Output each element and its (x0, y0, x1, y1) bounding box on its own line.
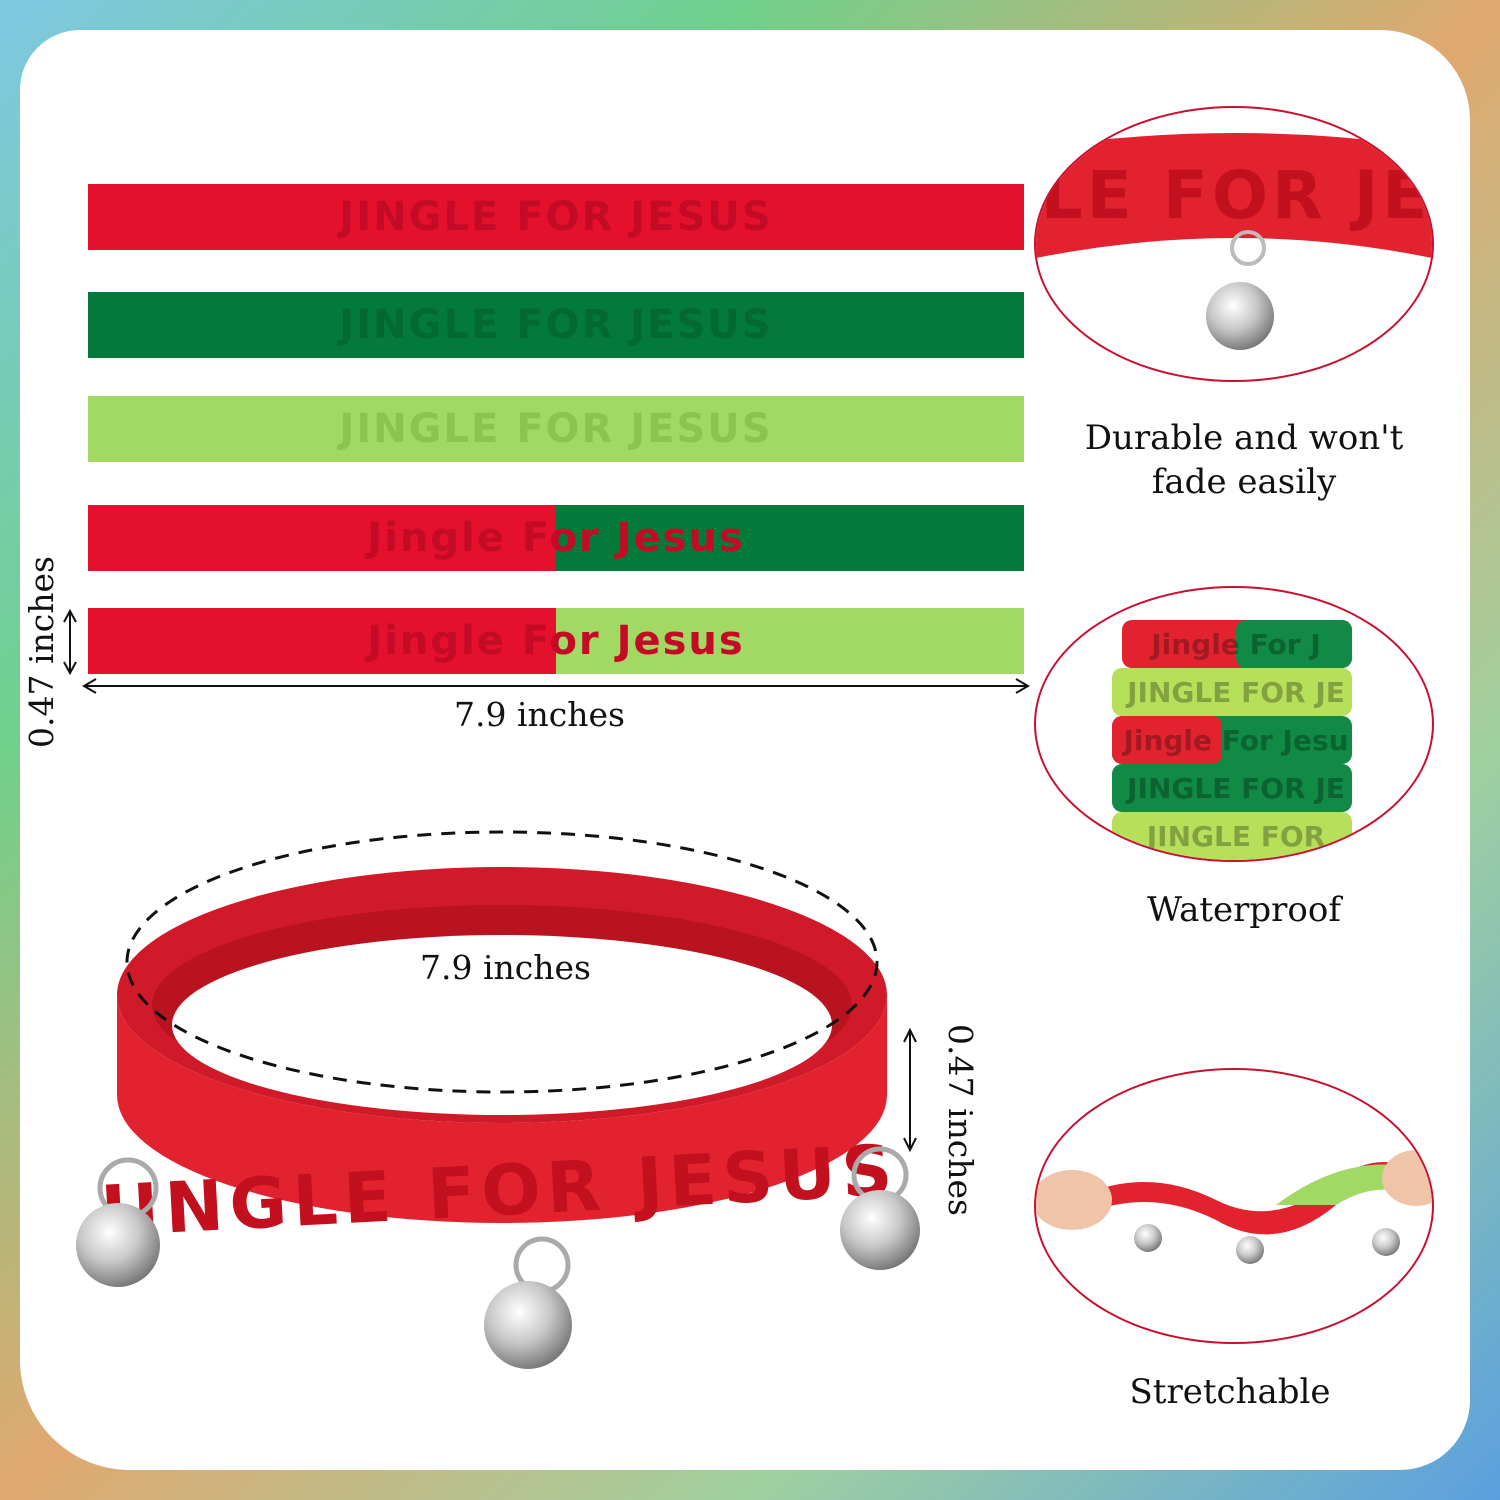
strip-right-half (556, 505, 1024, 571)
band-height-label: 0.47 inches (941, 1024, 980, 1216)
strip-text: Jingle For Jesus (367, 515, 745, 561)
waterproof-caption: Waterproof (1147, 890, 1341, 930)
bracelet-strip: Jingle For Jesus (88, 608, 1024, 674)
waterproof-circle: Jingle For J JINGLE FOR JE Jingle For Jesu… (1034, 586, 1434, 862)
stack-band-text: JINGLE FOR JE (1125, 772, 1345, 805)
stretchable-caption: Stretchable (1129, 1372, 1331, 1412)
durable-caption: Durable and won't fade easily (1084, 418, 1404, 503)
width-arrow (82, 678, 1030, 694)
stretchable-circle (1034, 1068, 1434, 1344)
strip-left-half (88, 292, 1024, 358)
strip-text: JINGLE FOR JESUS (339, 194, 773, 240)
bracelet-strip: JINGLE FOR JESUS (88, 396, 1024, 462)
height-arrow (63, 608, 77, 676)
bracelet-strip: JINGLE FOR JESUS (88, 292, 1024, 358)
strip-right-half (556, 608, 1024, 674)
stack-band-text: Jingle For Jesu (1121, 724, 1348, 757)
circumference-label: 7.9 inches (420, 948, 591, 987)
closeup-band-text: LE FOR JE (1041, 157, 1432, 234)
strip-text: JINGLE FOR JESUS (339, 302, 773, 348)
stack-band-text: JINGLE FOR (1145, 820, 1325, 853)
strip-left-half (88, 184, 1024, 250)
height-label: 0.47 inches (22, 556, 61, 748)
closeup-circle: LE FOR JE (1034, 106, 1434, 382)
strip-left-half (88, 608, 556, 674)
strip-text: JINGLE FOR JESUS (339, 406, 773, 452)
width-label: 7.9 inches (454, 695, 625, 734)
strip-left-half (88, 505, 556, 571)
stack-band-text: JINGLE FOR JE (1125, 676, 1345, 709)
strip-text: Jingle For Jesus (367, 618, 745, 664)
bracelet-illustration: JINGLE FOR JESUS (76, 830, 920, 1369)
bracelet-strip: Jingle For Jesus (88, 505, 1024, 571)
strip-left-half (88, 396, 1024, 462)
stack-band-text: Jingle For J (1149, 628, 1321, 661)
bracelet-strip: JINGLE FOR JESUS (88, 184, 1024, 250)
